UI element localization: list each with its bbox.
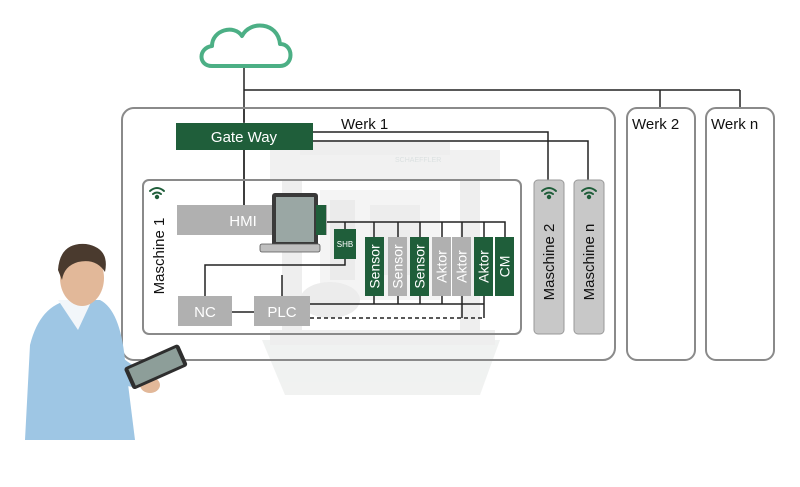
device-label-1: Sensor	[367, 244, 383, 289]
werk-n-frame	[705, 107, 775, 361]
device-label-6: Aktor	[476, 250, 492, 283]
gateway-box	[176, 123, 313, 150]
wifi-icon	[581, 187, 597, 200]
device-label-5: Aktor	[454, 250, 470, 283]
device-label-3: Sensor	[412, 244, 428, 289]
device-label-2: Sensor	[390, 244, 406, 289]
hmi-label: HMI	[229, 213, 257, 230]
werk-n-label: Werk n	[711, 116, 758, 133]
plc-label: PLC	[267, 304, 296, 321]
maschine-1-frame	[142, 179, 522, 335]
device-box-7	[495, 237, 514, 296]
wifi-icon	[149, 187, 165, 200]
maschine-1-label: Maschine 1	[151, 218, 168, 295]
device-box-4	[432, 237, 451, 296]
maschine-2-box	[533, 179, 565, 335]
person-with-tablet-figure	[25, 243, 188, 440]
device-box-2	[388, 237, 407, 296]
maschine-n-box	[573, 179, 605, 335]
shb-box	[334, 229, 356, 259]
wifi-icon	[541, 187, 557, 200]
plc-box	[254, 296, 310, 326]
cloud-icon	[199, 23, 293, 68]
werk-2-label: Werk 2	[632, 116, 679, 133]
nc-box	[178, 296, 232, 326]
maschine-n-label: Maschine n	[581, 224, 598, 301]
device-box-1	[365, 237, 384, 296]
device-label-4: Aktor	[434, 250, 450, 283]
device-box-5	[452, 237, 471, 296]
nc-label: NC	[194, 304, 216, 321]
device-box-3	[410, 237, 429, 296]
device-label-7: CM	[497, 256, 513, 278]
tablet-icon	[259, 193, 326, 253]
gateway-label: Gate Way	[211, 129, 278, 146]
shb-label: SHB	[337, 240, 353, 249]
svg-text:SCHAEFFLER: SCHAEFFLER	[395, 157, 441, 164]
maschine-2-label: Maschine 2	[541, 224, 558, 301]
werk-1-frame	[121, 107, 616, 361]
device-box-6	[474, 237, 493, 296]
werk-2-frame	[626, 107, 696, 361]
werk-1-label: Werk 1	[341, 116, 388, 133]
